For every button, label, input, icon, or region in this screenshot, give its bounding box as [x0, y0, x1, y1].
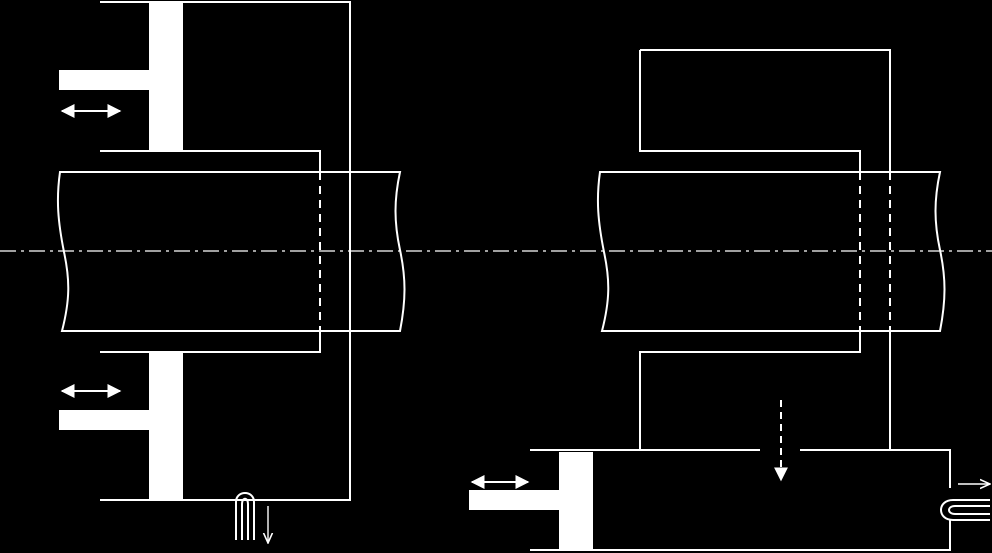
- left-lower-plate-arm: [59, 410, 151, 430]
- drain-pipe-icon: [235, 492, 255, 540]
- left-assembly: [56, 1, 406, 543]
- right-chamber-plate-arm: [469, 490, 561, 510]
- left-housing-bore-bottom: [100, 331, 321, 353]
- drain-pipe-icon-inner: [948, 505, 990, 515]
- right-upper-enclosure: [639, 49, 891, 172]
- right-chamber-top-right: [800, 449, 951, 488]
- left-lower-plate: [149, 352, 183, 500]
- left-housing-bore-top: [100, 150, 321, 172]
- right-lower-enclosure: [639, 331, 891, 450]
- right-chamber-plate: [559, 452, 593, 550]
- left-upper-plate-arm: [59, 70, 151, 90]
- right-shaft: [596, 171, 946, 332]
- drain-pipe-icon-inner: [241, 497, 249, 540]
- left-housing-outline: [100, 1, 351, 501]
- right-assembly: [469, 49, 990, 551]
- right-chamber-bottom: [530, 520, 951, 551]
- left-shaft: [56, 171, 406, 332]
- left-upper-plate: [149, 2, 183, 151]
- drain-pipe-icon: [940, 499, 990, 521]
